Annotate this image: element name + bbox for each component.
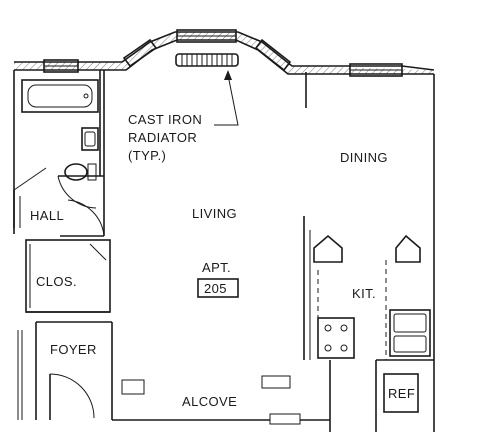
radiator-leader-arrow — [214, 70, 239, 126]
closet-walls — [25, 239, 111, 313]
radiator-icon — [175, 53, 239, 67]
alcove-walls — [112, 375, 330, 425]
window-dining — [349, 63, 403, 77]
kitchen-walls — [317, 74, 435, 432]
apt-number-box — [197, 278, 239, 298]
hall-walls — [13, 176, 105, 237]
radiator-label-line2: RADIATOR — [128, 130, 197, 145]
room-label-foyer: FOYER — [50, 342, 97, 357]
range-hood-left — [313, 234, 343, 263]
room-label-closet: CLOS. — [36, 274, 77, 289]
radiator-label-line1: CAST IRON — [128, 112, 202, 127]
refrigerator-icon — [383, 373, 419, 413]
radiator-label-line3: (TYP.) — [128, 148, 166, 163]
exterior-wall-north — [14, 31, 435, 75]
window-bay-right — [254, 38, 292, 72]
stove-icon — [317, 317, 355, 359]
apt-label: APT. — [202, 260, 231, 275]
sink-icon — [81, 127, 99, 151]
toilet-icon — [64, 163, 97, 181]
living-room-walls — [303, 72, 311, 360]
room-label-living: LIVING — [192, 206, 237, 221]
room-label-alcove: ALCOVE — [182, 394, 237, 409]
room-label-dining: DINING — [340, 150, 388, 165]
range-hood-right — [395, 234, 421, 263]
foyer-walls — [17, 321, 113, 420]
window-bay-center — [176, 29, 237, 43]
appliance-label-refrigerator: REF — [388, 386, 415, 401]
kitchen-sink-icon — [389, 309, 431, 357]
room-label-kitchen: KIT. — [352, 286, 376, 301]
window-bath — [43, 59, 79, 73]
bath-walls — [13, 70, 105, 190]
bathtub-icon — [21, 79, 99, 113]
window-bay-left — [122, 38, 158, 68]
apt-number: 205 — [204, 281, 227, 296]
room-label-hall: HALL — [30, 208, 64, 223]
